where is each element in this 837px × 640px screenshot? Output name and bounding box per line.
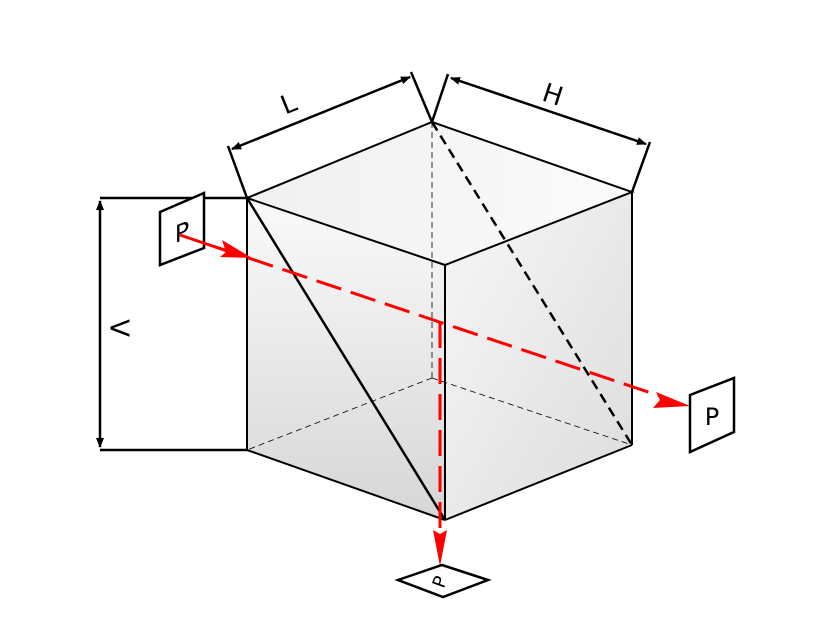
cube bbox=[244, 120, 635, 521]
polarizer-input: P bbox=[158, 191, 206, 267]
splitting-diagonal bbox=[245, 197, 447, 521]
dimension-H-label: H bbox=[539, 78, 567, 113]
reflected-beam-arrowhead bbox=[433, 530, 447, 566]
hidden-edges bbox=[246, 122, 633, 451]
light-beams bbox=[179, 233, 690, 566]
dimension-L-arrow bbox=[231, 75, 411, 151]
polarizer-reflected: P bbox=[394, 563, 492, 599]
input-beam-segment bbox=[179, 233, 231, 254]
input-beam-arrowhead bbox=[220, 240, 252, 258]
polarizer-input-label: P bbox=[175, 215, 189, 249]
transmitted-beam bbox=[179, 233, 673, 402]
dimension-H-arrow bbox=[450, 76, 647, 146]
polarizer-transmitted-label: P bbox=[705, 403, 719, 431]
dimension-V-label: V bbox=[104, 319, 134, 337]
visible-edges bbox=[244, 120, 635, 521]
transmitted-beam-arrowhead bbox=[653, 392, 690, 408]
polarizer-transmitted: P bbox=[688, 376, 736, 454]
dimension-L-label: L bbox=[277, 88, 302, 121]
dimension-lines bbox=[96, 71, 652, 452]
